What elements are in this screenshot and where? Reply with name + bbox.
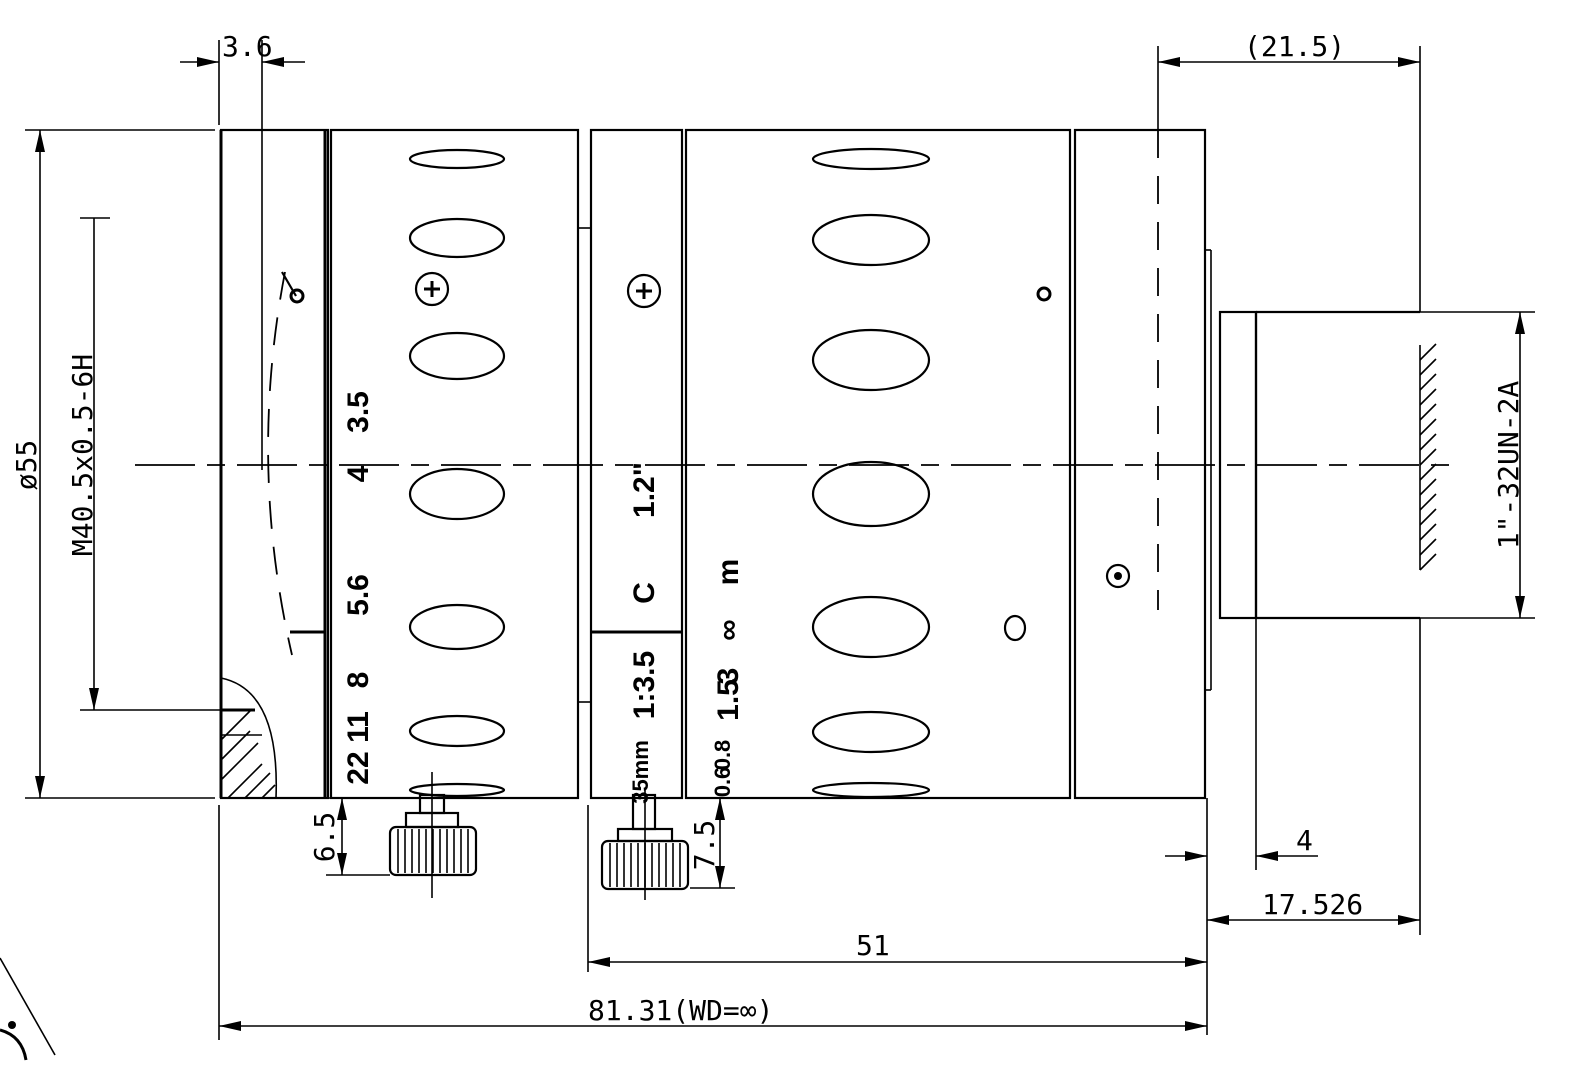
dim-label: 3.6 bbox=[222, 30, 273, 63]
front-ring bbox=[219, 128, 330, 800]
dim-4: 4 bbox=[1165, 618, 1318, 1035]
dim-label: 81.31(WD=∞) bbox=[588, 994, 773, 1027]
dim-label: M40.5x0.5-6H bbox=[66, 354, 99, 556]
focal-length-label: 35mm bbox=[628, 740, 653, 804]
focus-mark: 1.5 bbox=[712, 679, 745, 721]
aperture-scale: 3.5 4 5.6 8 11 22 bbox=[342, 391, 375, 785]
target-dot-icon bbox=[1105, 563, 1131, 589]
dim-3-6: 3.6 bbox=[180, 30, 305, 470]
dim-front-thread: M40.5x0.5-6H bbox=[66, 217, 221, 711]
focus-unit: m bbox=[712, 559, 745, 586]
aperture-mark: 22 bbox=[342, 751, 375, 784]
mount-label: C bbox=[628, 582, 661, 604]
dim-label: 7.5 bbox=[688, 820, 721, 871]
dim-total-length: 81.31(WD=∞) bbox=[218, 805, 1207, 1040]
dim-label: (21.5) bbox=[1244, 30, 1345, 63]
aperture-mark: 5.6 bbox=[342, 574, 375, 616]
screw-icon bbox=[626, 273, 662, 309]
dim-label: ø55 bbox=[10, 440, 43, 491]
format-label: 1.2" bbox=[628, 462, 661, 518]
focus-lock-knob bbox=[600, 790, 690, 900]
rear-ring bbox=[1073, 128, 1212, 800]
dim-51: 51 bbox=[587, 805, 1207, 972]
focus-scale: m ∞ 3 1.5 0.8 0.6 bbox=[710, 559, 745, 798]
focus-mark: 3 bbox=[712, 668, 745, 685]
dim-label: 1"-32UN-2A bbox=[1492, 381, 1525, 550]
index-dot-icon bbox=[289, 288, 305, 304]
c-mount-thread bbox=[1218, 310, 1437, 620]
dim-label: 4 bbox=[1296, 824, 1313, 857]
dim-7-5: 7.5 bbox=[688, 797, 735, 889]
aperture-mark: 4 bbox=[342, 465, 375, 482]
dim-label: 51 bbox=[856, 929, 890, 962]
focus-mark: 0.6 bbox=[710, 767, 735, 798]
mount-band bbox=[589, 128, 684, 800]
focus-mark: 0.8 bbox=[710, 740, 735, 771]
index-dot-icon bbox=[1036, 286, 1052, 302]
aperture-grip-ellipses bbox=[408, 148, 506, 798]
lock-hole-icon bbox=[1003, 614, 1027, 642]
flange-hatching bbox=[1419, 343, 1437, 571]
front-thread-section bbox=[220, 677, 278, 799]
focus-mark: ∞ bbox=[712, 619, 745, 640]
aperture-ring bbox=[329, 128, 590, 800]
dim-diameter-55: ø55 bbox=[10, 129, 215, 799]
screw-icon bbox=[414, 271, 450, 307]
aperture-mark: 8 bbox=[342, 672, 375, 689]
dim-mount-thread: 1"-32UN-2A bbox=[1420, 311, 1535, 619]
corner-fragment bbox=[0, 957, 56, 1061]
dim-21-5: (21.5) bbox=[1157, 30, 1421, 312]
front-element-arc bbox=[267, 271, 293, 656]
dim-label: 17.526 bbox=[1262, 888, 1363, 921]
aperture-mark: 3.5 bbox=[342, 391, 375, 433]
aperture-lock-knob bbox=[388, 772, 478, 898]
aperture-mark: 11 bbox=[342, 711, 375, 743]
dim-6-5: 6.5 bbox=[308, 797, 390, 876]
ratio-label: 1:3.5 bbox=[628, 651, 661, 719]
mount-ring-labels: 1.2" C 1:3.5 35mm bbox=[628, 462, 661, 804]
focus-grip-ellipses bbox=[811, 147, 931, 799]
dim-label: 6.5 bbox=[308, 812, 341, 863]
dim-17-526: 17.526 bbox=[1207, 618, 1421, 935]
